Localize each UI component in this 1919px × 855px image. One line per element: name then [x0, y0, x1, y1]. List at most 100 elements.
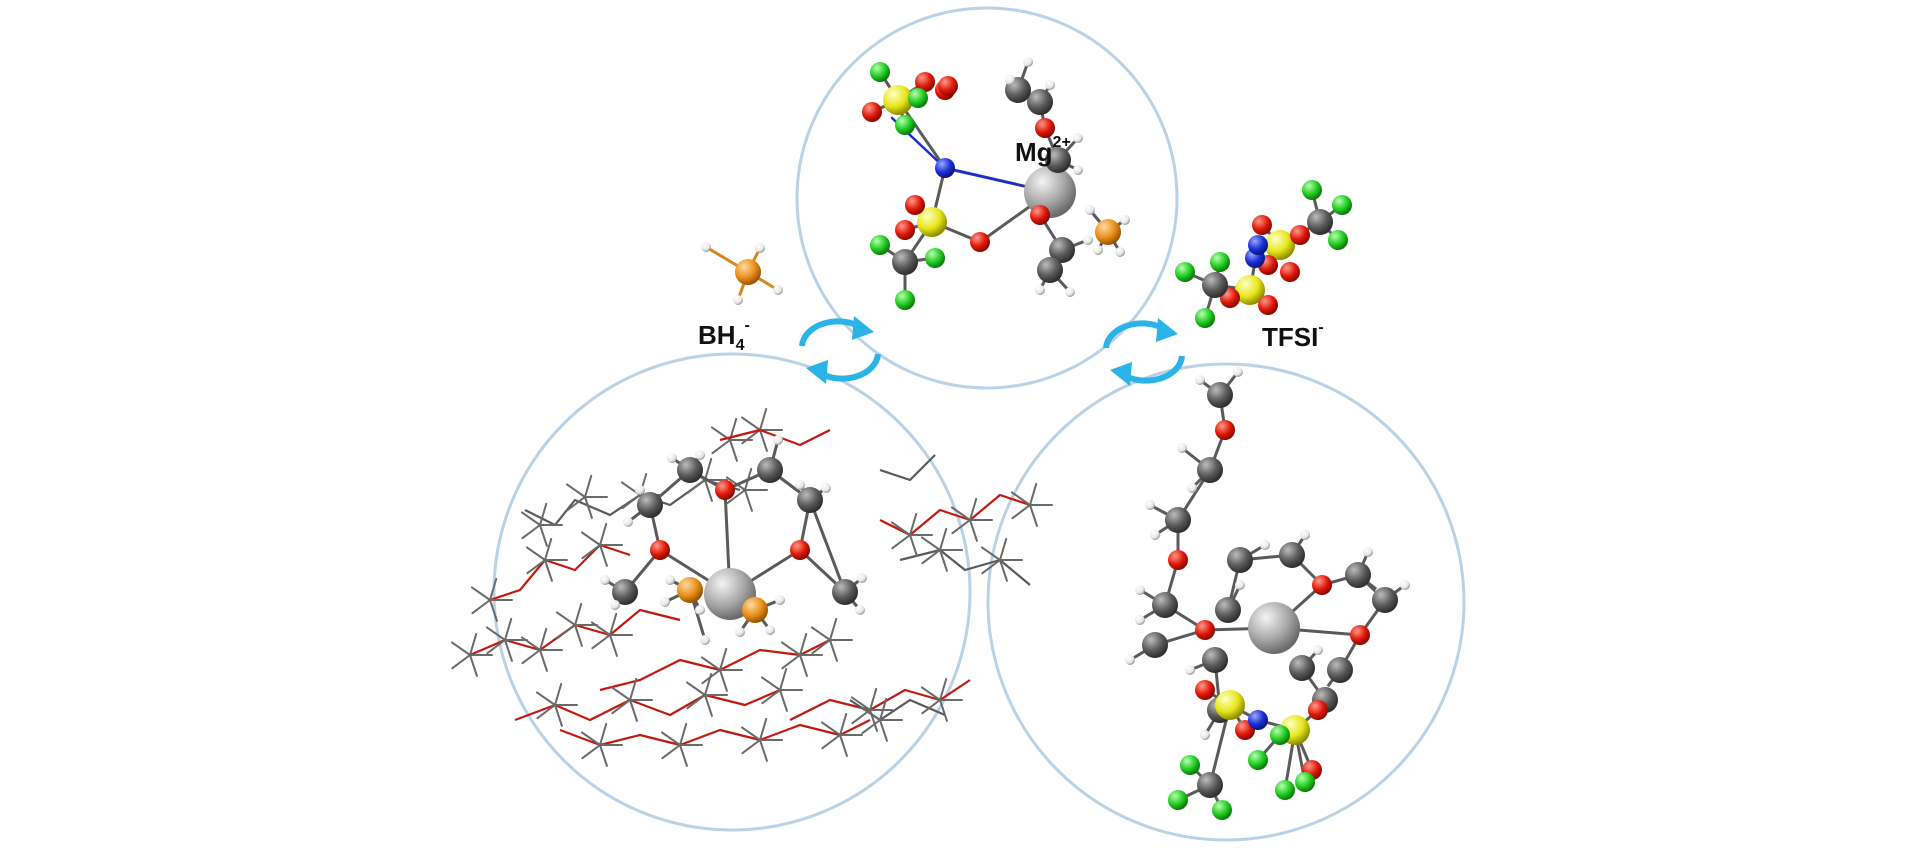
carbon-atom	[797, 487, 823, 513]
bond-line	[661, 744, 681, 760]
bond-line	[779, 667, 788, 691]
hydrogen-atom	[857, 573, 867, 583]
fluorine-atom	[1295, 772, 1315, 792]
fluorine-atom	[925, 248, 945, 268]
hydrogen-atom	[1005, 75, 1015, 85]
bond-line	[781, 654, 801, 670]
hydrogen-atom	[1185, 665, 1195, 675]
boron-atom	[735, 259, 761, 285]
bond-line	[969, 497, 978, 521]
hydrogen-atom	[1023, 57, 1033, 67]
bond-line	[729, 439, 738, 462]
carbon-atom	[1165, 507, 1191, 533]
bond-line	[799, 654, 808, 677]
bond-line	[909, 512, 918, 536]
hydrogen-atom	[1300, 530, 1310, 540]
bond-line	[504, 617, 513, 641]
bond-line	[704, 479, 713, 502]
fluorine-atom	[1212, 800, 1232, 820]
bond-line	[921, 549, 941, 565]
bond-line	[566, 496, 586, 512]
mg-label-charge: 2+	[1052, 134, 1071, 151]
carbon-atom	[1202, 647, 1228, 673]
bond-line	[726, 489, 746, 505]
bond-line	[535, 691, 556, 706]
bond-line	[471, 599, 491, 615]
bond-line	[450, 641, 471, 656]
hydrogen-atom	[1065, 287, 1075, 297]
bond-line	[939, 699, 948, 722]
bond-line	[599, 744, 608, 767]
bh4-anion-label: BH4-	[698, 318, 750, 354]
bond-line	[860, 706, 881, 721]
bond-line	[554, 704, 563, 727]
carbon-atom	[1152, 592, 1178, 618]
hydrogen-atom	[1135, 585, 1145, 595]
bond-line	[539, 627, 548, 651]
fluorine-atom	[870, 235, 890, 255]
boron-atom	[677, 577, 703, 603]
hydrogen-atom	[1145, 500, 1155, 510]
bond-line	[839, 712, 848, 736]
fluorine-atom	[1210, 252, 1230, 272]
fluorine-atom	[1248, 750, 1268, 770]
sulfur-atom	[1215, 690, 1245, 720]
hydrogen-atom	[610, 600, 620, 610]
bond-line	[629, 699, 638, 722]
bond-line	[470, 586, 491, 601]
nitrogen-atom	[1248, 235, 1268, 255]
bond-line	[761, 689, 781, 705]
bond-line	[544, 559, 553, 582]
carbon-atom	[892, 249, 918, 275]
hydrogen-atom	[765, 625, 775, 635]
bond-line	[780, 641, 801, 656]
carbon-atom	[1279, 542, 1305, 568]
mg-ion-label: Mg2+	[1015, 134, 1071, 166]
fluorine-atom	[1180, 755, 1200, 775]
bond-line	[679, 722, 688, 746]
bond-line	[759, 407, 768, 431]
carbon-atom	[1307, 209, 1333, 235]
bond-line	[939, 549, 948, 572]
hydrogen-atom	[600, 575, 610, 585]
bond-line	[554, 682, 563, 706]
carbon-atom	[1202, 272, 1228, 298]
wireframe-chain	[879, 454, 936, 482]
bond-line	[980, 546, 1001, 561]
left-solvation-shell-circle	[492, 352, 972, 832]
sulfur-atom	[917, 207, 947, 237]
carbon-atom	[832, 579, 858, 605]
bond-line	[599, 544, 608, 567]
bond-line	[861, 719, 881, 735]
hydrogen-atom	[695, 450, 705, 460]
hydrogen-atom	[1083, 235, 1093, 245]
bond-line	[704, 457, 713, 481]
bond-line	[520, 511, 541, 526]
bond-line	[1029, 482, 1038, 506]
bond-line	[451, 654, 471, 670]
sulfur-atom	[1235, 275, 1265, 305]
carbon-atom	[1197, 457, 1223, 483]
oxygen-atom	[1030, 205, 1050, 225]
bond-line	[999, 537, 1008, 561]
bond-line	[999, 559, 1008, 582]
bond-line	[591, 634, 611, 650]
bond-line	[599, 522, 608, 546]
bond-line	[759, 429, 768, 452]
bond-line	[891, 534, 911, 550]
bond-line	[921, 699, 941, 715]
oxygen-atom	[915, 72, 935, 92]
bond-line	[539, 524, 548, 547]
bond-line	[660, 731, 681, 746]
bond-line	[584, 474, 593, 498]
wireframe-chain	[899, 548, 1031, 586]
bond-line	[839, 734, 848, 757]
bond-line	[909, 534, 918, 557]
bond-line	[829, 639, 838, 662]
hydrogen-atom	[1400, 580, 1410, 590]
oxygen-atom	[1215, 420, 1235, 440]
fluorine-atom	[1175, 262, 1195, 282]
wireframe-solvent-molecules	[450, 407, 1053, 767]
